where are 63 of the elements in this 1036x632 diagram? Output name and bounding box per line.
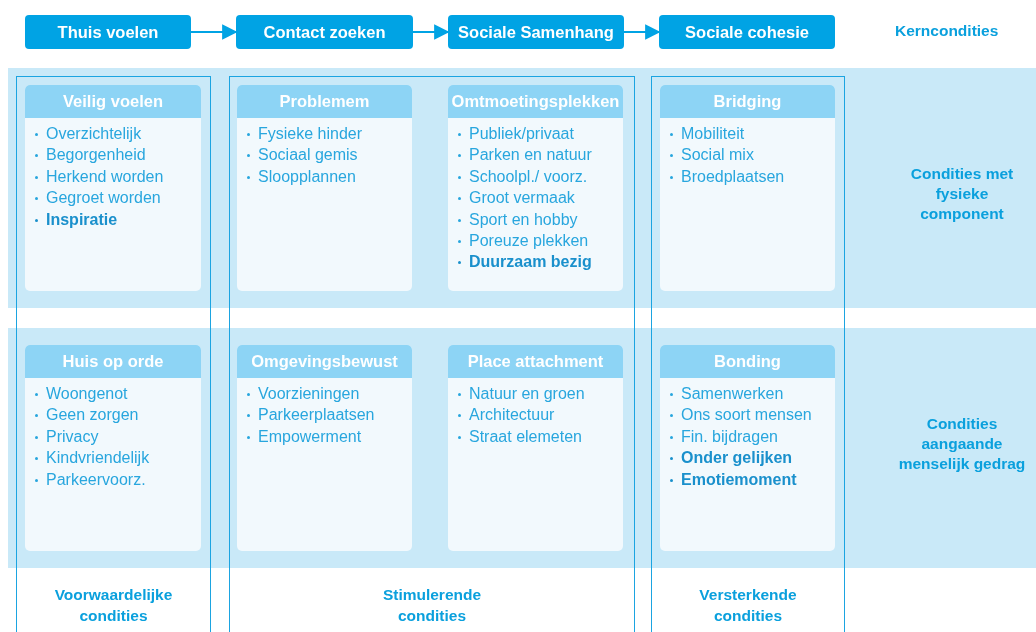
list-item: Fysieke hinder [247, 123, 363, 145]
list-item: Inspiratie [35, 208, 118, 231]
list-item: Parken en natuur [458, 144, 592, 166]
list-item: Publiek/privaat [458, 123, 574, 145]
content-card [660, 345, 835, 551]
list-item: Fin. bijdragen [670, 425, 778, 448]
band-label: Condities met fysieke component [909, 164, 1015, 224]
card-title: Bonding [660, 345, 835, 378]
list-item: Ons soort mensen [670, 404, 812, 426]
list-item: Social mix [670, 144, 754, 166]
card-title: Omgevingsbewust [237, 345, 412, 378]
stage-box: Thuis voelen [25, 15, 191, 49]
arrow [413, 24, 450, 40]
card-title: Place attachment [448, 345, 623, 378]
content-card [660, 85, 835, 291]
arrow [191, 24, 238, 40]
list-item: Herkend worden [35, 165, 164, 188]
list-item: Sociaal gemis [247, 144, 358, 166]
list-item: Emotiemoment [670, 468, 797, 491]
list-item: Parkeerplaatsen [247, 404, 375, 426]
column-label: Versterkende condities [698, 585, 798, 626]
list-item: Architectuur [458, 404, 555, 426]
list-item: Samenwerken [670, 383, 784, 405]
card-title: Bridging [660, 85, 835, 118]
list-item: Poreuze plekken [458, 230, 589, 252]
content-card [237, 345, 412, 551]
list-item: Voorzieningen [247, 383, 360, 405]
list-item: Broedplaatsen [670, 165, 785, 188]
card-title: Omtmoetingsplekken [448, 85, 623, 118]
list-item: Privacy [35, 425, 99, 448]
list-item: Schoolpl./ voorz. [458, 165, 588, 188]
list-item: Kindvriendelijk [35, 447, 150, 469]
arrow [624, 24, 661, 40]
list-item: Overzichtelijk [35, 123, 142, 145]
list-item: Parkeervoorz. [35, 468, 146, 491]
column-label: Stimulerende condities [381, 585, 483, 626]
row-label: Kerncondities [895, 22, 999, 40]
stage-box: Sociale cohesie [659, 15, 835, 49]
list-item: Groot vermaak [458, 187, 575, 209]
card-title: Veilig voelen [25, 85, 201, 118]
list-item: Woongenot [35, 383, 128, 405]
list-item: Sport en hobby [458, 208, 578, 231]
list-item: Geen zorgen [35, 404, 139, 426]
list-item: Gegroet worden [35, 187, 161, 209]
content-card [25, 345, 201, 551]
card-title: Huis op orde [25, 345, 201, 378]
column-label: Voorwaardelijke condities [53, 585, 174, 626]
content-card [25, 85, 201, 291]
list-item: Natuur en groen [458, 383, 585, 405]
stage-box: Contact zoeken [236, 15, 413, 49]
list-item: Mobiliteit [670, 123, 745, 145]
list-item: Duurzaam bezig [458, 251, 592, 273]
list-item: Begorgenheid [35, 144, 146, 166]
list-item: Empowerment [247, 425, 362, 448]
list-item: Onder gelijken [670, 447, 793, 469]
band-label: Condities aangaande menselijk gedrag [897, 414, 1027, 474]
stage-box: Sociale Samenhang [448, 15, 624, 49]
content-card [448, 85, 623, 291]
content-card [448, 345, 623, 551]
list-item: Straat elemeten [458, 425, 582, 448]
content-card [237, 85, 412, 291]
list-item: Sloopplannen [247, 165, 356, 188]
card-title: Problemem [237, 85, 412, 118]
